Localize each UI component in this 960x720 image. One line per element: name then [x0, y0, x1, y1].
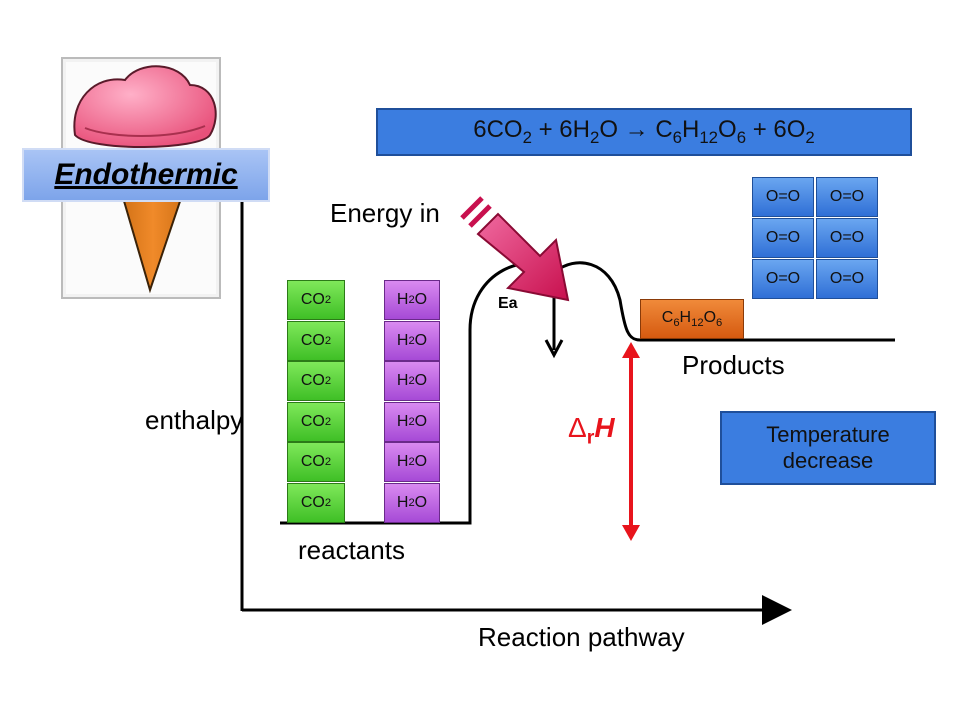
equation-text: 6CO2 + 6H2O → C6H12O6 + 6O2 [473, 116, 815, 147]
energy-arrow-icon [460, 196, 570, 302]
enthalpy-curve [280, 261, 895, 525]
reactants-label: reactants [298, 535, 405, 565]
o2-molecule: O=O [816, 177, 878, 217]
o2-molecule: O=O [752, 177, 814, 217]
o2-molecule: O=O [752, 259, 814, 299]
yaxis-label: enthalpy [145, 405, 244, 435]
title-badge-text: Endothermic [54, 158, 238, 191]
xaxis-label: Reaction pathway [478, 622, 685, 652]
energy-in-label: Energy in [330, 198, 440, 228]
title-badge: Endothermic [22, 148, 270, 202]
products-label: Products [682, 350, 785, 380]
o2-molecule: O=O [816, 259, 878, 299]
temperature-line2: decrease [782, 448, 874, 473]
delta-h-arrow [622, 342, 640, 541]
delta-h-label: ΔrH [568, 412, 615, 449]
temperature-line1: Temperature [766, 422, 890, 447]
equation-banner: 6CO2 + 6H2O → C6H12O6 + 6O2 [376, 108, 912, 156]
glucose-molecule: C6H12O6 [640, 299, 744, 339]
ice-cream-icon [61, 57, 221, 299]
temperature-box: Temperature decrease [720, 411, 936, 485]
ea-label: Ea [498, 295, 518, 312]
o2-molecule: O=O [816, 218, 878, 258]
o2-molecule: O=O [752, 218, 814, 258]
